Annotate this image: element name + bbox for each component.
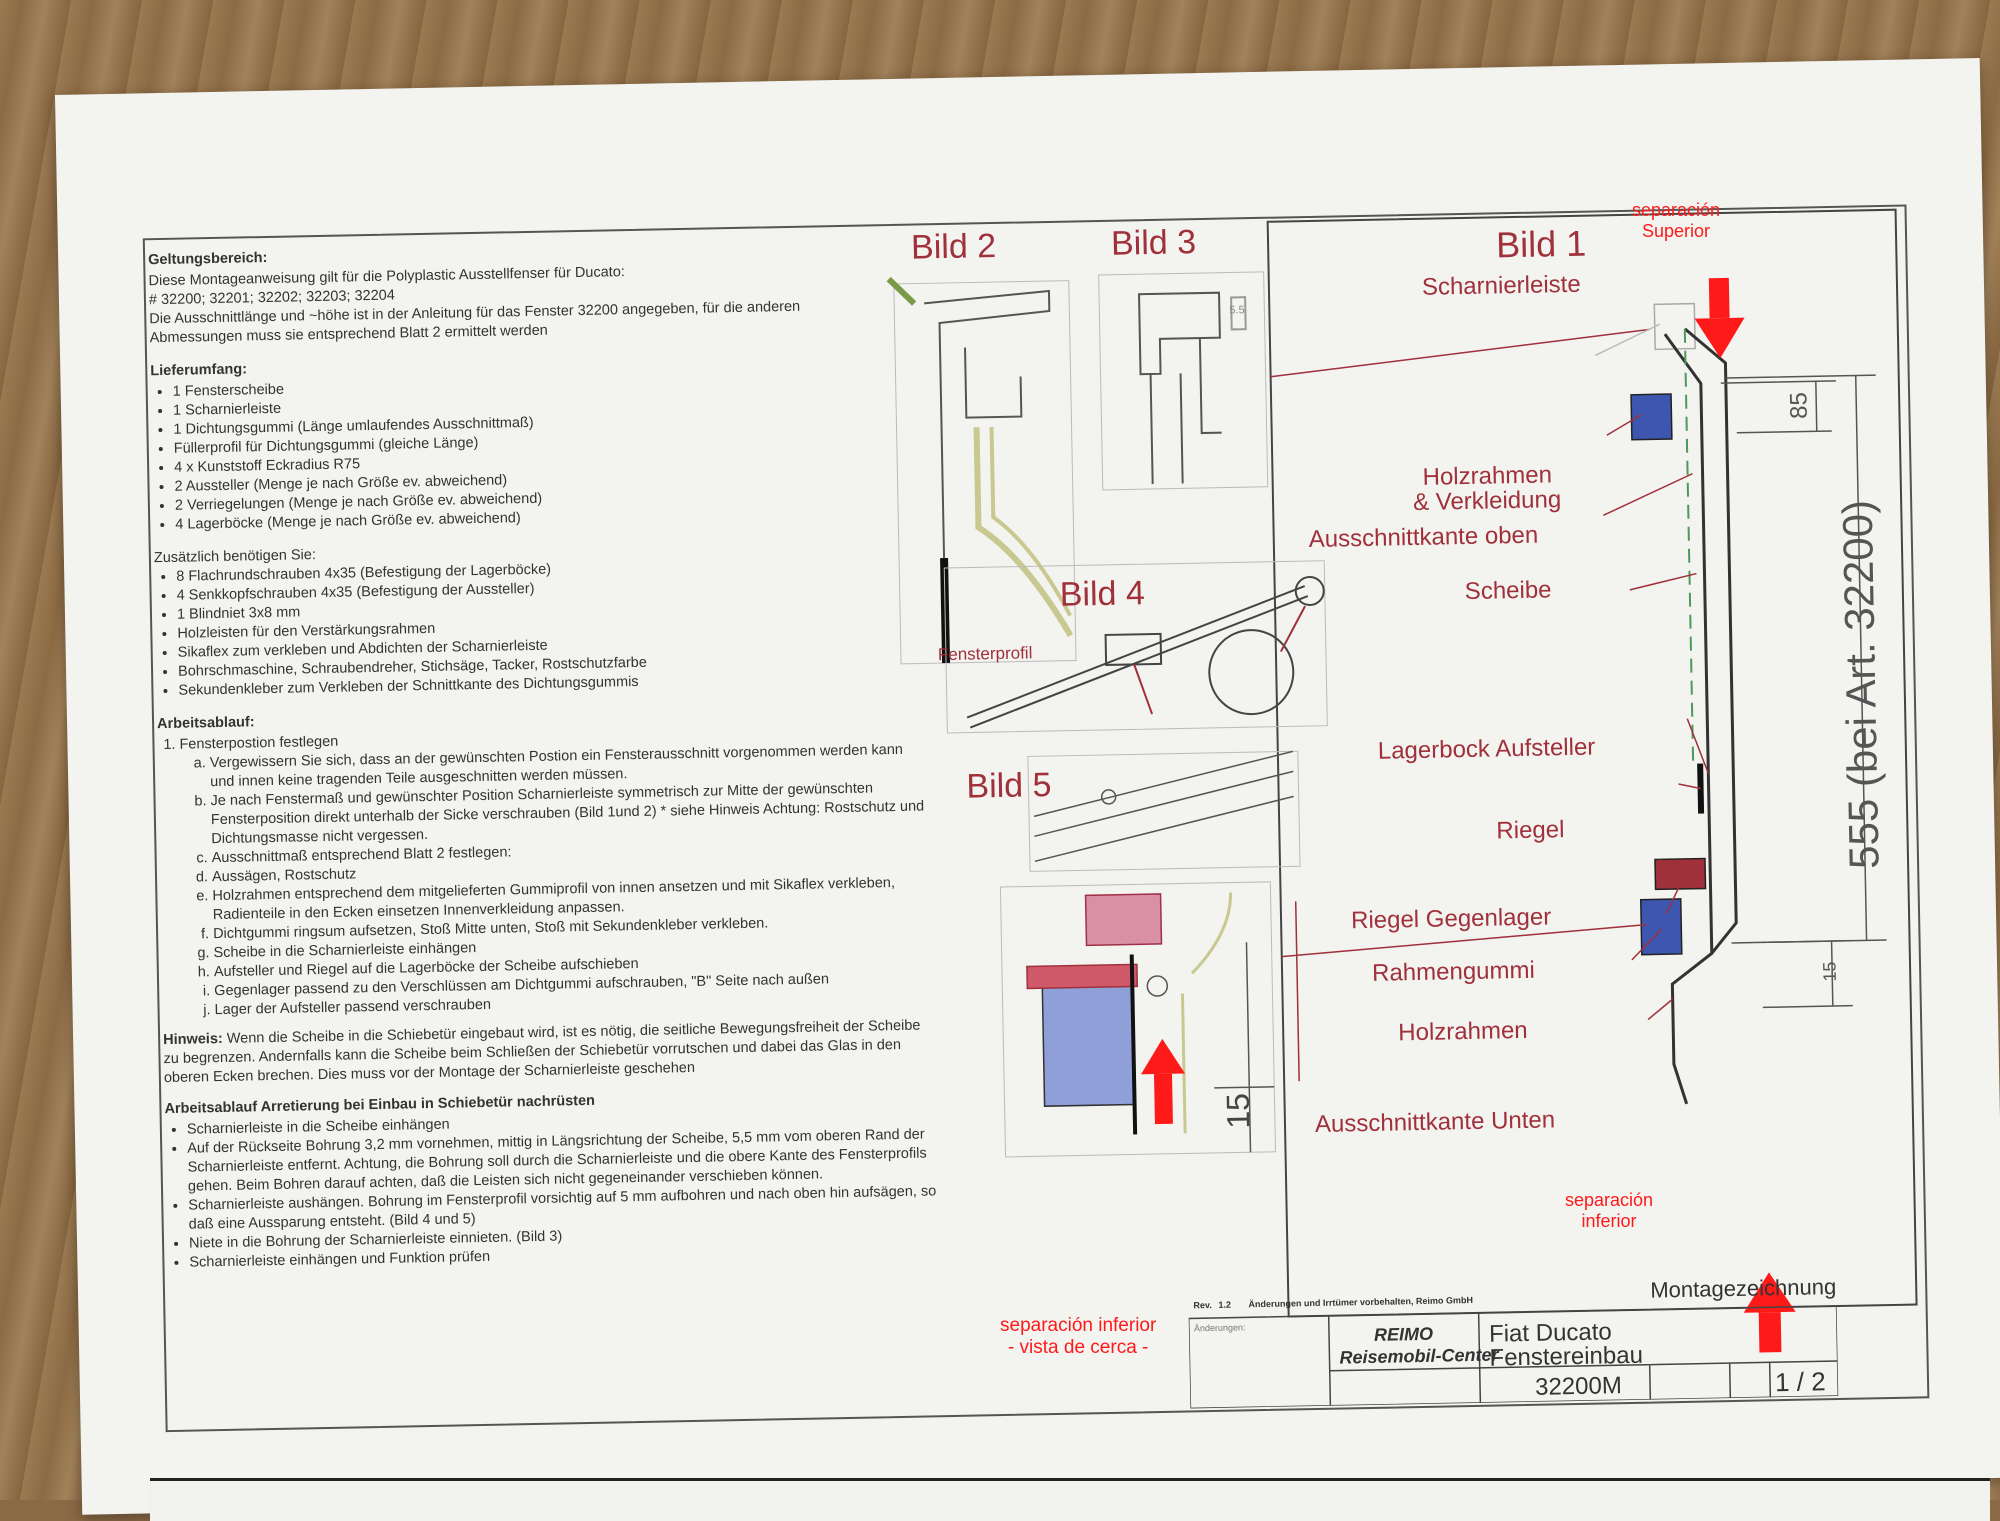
annotation-bottom-line1: separación <box>1565 1190 1654 1210</box>
title-block: Montagezeichnung Rev. 1.2 Änderungen und… <box>1187 1266 1839 1409</box>
label-rahmengummi: Rahmengummi <box>1371 956 1536 987</box>
bild3-dimension: 5.5 <box>1229 304 1245 317</box>
label-ausschnittkante-unten: Ausschnittkante Unten <box>1314 1106 1556 1138</box>
label-riegel-gegenlager: Riegel Gegenlager <box>1350 903 1552 935</box>
closeup-drawing <box>999 881 1300 1158</box>
label-scharnierleiste: Scharnierleiste <box>1421 270 1581 301</box>
company-name: REIMO <box>1373 1323 1434 1345</box>
technical-drawing <box>886 208 1918 1353</box>
instruction-sheet: Geltungsbereich: Diese Montageanweisung … <box>55 58 2000 1515</box>
arrow-up-icon <box>1141 1038 1185 1075</box>
dimension-555: 555 (bei Art. 32200) <box>1833 499 1888 870</box>
arrow-down-icon <box>1708 277 1730 319</box>
title-block-grid <box>1187 1305 1839 1409</box>
label-holzrahmen: Holzrahmen <box>1397 1016 1528 1047</box>
bild3-label: Bild 3 <box>1110 223 1197 263</box>
annotation-top-line1: separación <box>1632 200 1721 220</box>
company-subtitle: Reisemobil-Center <box>1339 1344 1499 1368</box>
dimension-lines <box>1214 374 1887 1153</box>
bild5-drawing <box>1027 750 1301 872</box>
detail-dimension: 15 <box>1219 1092 1257 1130</box>
bild5-label: Bild 5 <box>966 766 1052 806</box>
bild1-drawing <box>1630 302 1738 1105</box>
product-subtitle: Fenstereinbau <box>1489 1341 1644 1372</box>
version-value: 1.2 <box>1218 1299 1232 1310</box>
annotation-closeup-line2: - vista de cerca - <box>1007 1337 1149 1358</box>
arrow-down-icon <box>1694 317 1745 359</box>
bild3-drawing <box>1098 271 1269 491</box>
label-holzrahmen-verkleidung: & Verkleidung <box>1412 486 1562 517</box>
arrow-up-icon <box>1153 1073 1173 1125</box>
arrow-up-icon <box>1743 1272 1796 1313</box>
bild4-drawing <box>943 560 1328 734</box>
version-label: Rev. <box>1193 1300 1212 1311</box>
dimension-15: 15 <box>1819 961 1840 982</box>
bild4-profile-label: Fensterprofil <box>937 643 1033 665</box>
red-arrows <box>1141 277 1796 1353</box>
drawing-number: 32200M <box>1534 1372 1623 1401</box>
label-lagerbock: Lagerbock Aufsteller <box>1377 733 1596 765</box>
dimension-85: 85 <box>1785 391 1813 420</box>
bild1-label: Bild 1 <box>1495 222 1587 266</box>
bild2-drawing <box>886 276 1077 665</box>
annotation-bottom-line2: inferior <box>1581 1211 1637 1231</box>
label-riegel: Riegel <box>1496 816 1565 845</box>
annotation-top-line2: Superior <box>1642 221 1711 241</box>
sheet-number: 1 / 2 <box>1774 1366 1826 1398</box>
annotation-closeup: separación inferior - vista de cerca - <box>1000 1315 1156 1359</box>
annotation-closeup-line1: separación inferior <box>1000 1315 1157 1336</box>
bild2-label: Bild 2 <box>910 226 997 267</box>
montage-title: Montagezeichnung <box>1650 1274 1837 1303</box>
leader-lines <box>1270 323 1710 1021</box>
bild4-label: Bild 4 <box>1059 574 1146 614</box>
annotation-bottom: separación inferior <box>1565 1190 1653 1232</box>
annotation-top: separación Superior <box>1632 200 1720 242</box>
changes-label: Änderungen: <box>1193 1322 1246 1334</box>
label-scheibe: Scheibe <box>1464 576 1552 606</box>
arrow-up-icon <box>1758 1312 1782 1353</box>
label-ausschnittkante-oben: Ausschnittkante oben <box>1308 521 1539 554</box>
